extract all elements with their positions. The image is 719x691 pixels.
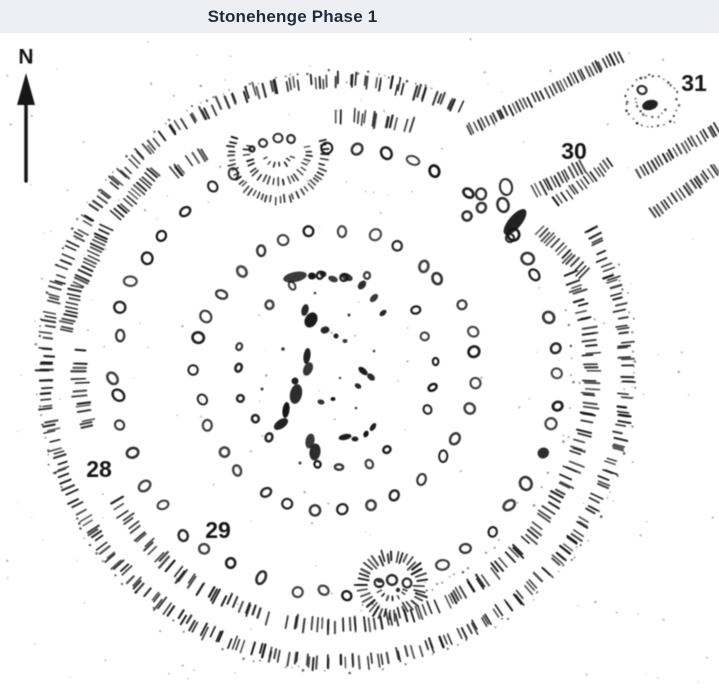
svg-text:N: N xyxy=(18,46,33,69)
page-title: Stonehenge Phase 1 xyxy=(207,6,378,26)
svg-text:31: 31 xyxy=(681,70,707,96)
svg-text:28: 28 xyxy=(86,456,112,482)
caption-bar: Stonehenge Phase 1 xyxy=(0,0,719,33)
svg-text:30: 30 xyxy=(561,138,587,164)
stonehenge-plan: 28 29 30 31 N xyxy=(0,33,719,691)
plan-svg: 28 29 30 31 N xyxy=(6,38,719,683)
svg-text:29: 29 xyxy=(205,517,231,543)
